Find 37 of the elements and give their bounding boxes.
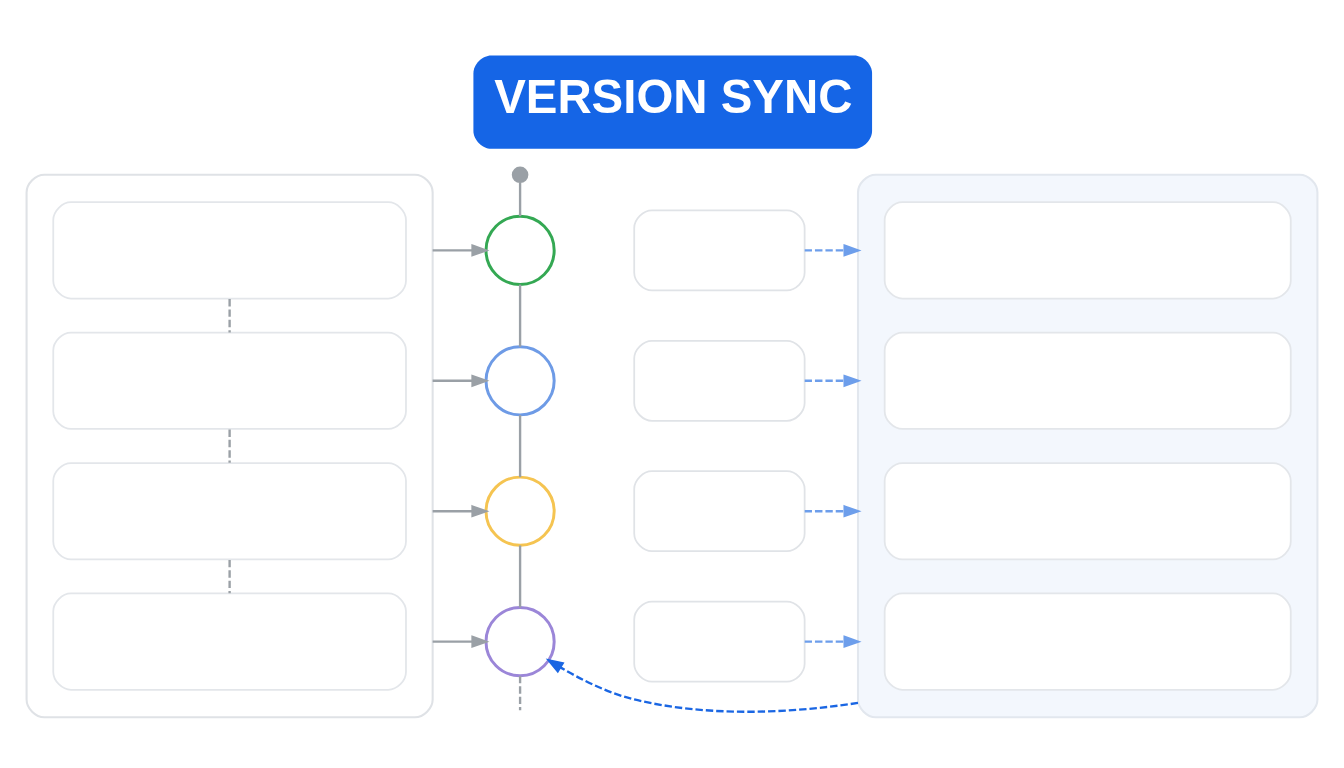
connector (518, 284, 522, 347)
node-box (633, 339, 806, 422)
arrow (804, 634, 862, 648)
node-circle (511, 166, 529, 183)
connector (518, 182, 522, 216)
arrow (432, 243, 490, 257)
node-box (633, 208, 806, 291)
node-box (883, 331, 1292, 430)
node-box (883, 200, 1292, 299)
node-box (52, 461, 407, 560)
node-box (633, 600, 806, 683)
cluster (25, 173, 434, 718)
node-box (883, 461, 1292, 560)
node-box (52, 592, 407, 691)
node-circle (484, 605, 556, 677)
arrow (804, 243, 862, 257)
node-box (52, 331, 407, 430)
cluster (856, 173, 1319, 718)
node-circle (484, 214, 556, 286)
arrow (804, 373, 862, 387)
node-circle (484, 344, 556, 416)
node-box (883, 592, 1292, 691)
arrow (432, 634, 490, 648)
node-box (52, 200, 407, 299)
arrow (804, 504, 862, 518)
connector (518, 675, 522, 710)
connector (518, 544, 522, 607)
node-circle (484, 475, 556, 547)
node-box (633, 469, 806, 552)
arrow (432, 504, 490, 518)
connector (228, 429, 231, 463)
connector (518, 414, 522, 477)
connector (228, 559, 231, 593)
arrow (545, 657, 859, 713)
diagram-title: VERSION SYNC (494, 69, 853, 123)
connector (228, 298, 231, 332)
arrow (432, 373, 490, 387)
